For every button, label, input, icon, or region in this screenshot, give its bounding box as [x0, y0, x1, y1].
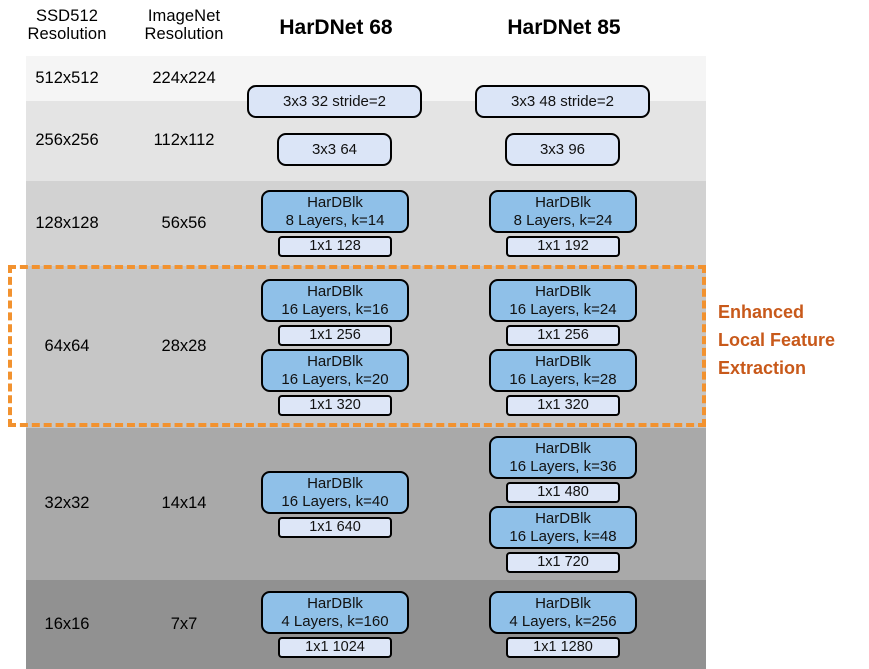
block-line-2: 16 Layers, k=40 [281, 492, 389, 510]
conv-block-net85-0[interactable]: 3x3 48 stride=2 [475, 85, 650, 118]
header-hardnet-68-label: HarDNet 68 [279, 16, 393, 39]
corner-artifact [0, 663, 6, 669]
transition-layer-net85-r5-1[interactable]: 1x1 1280 [506, 637, 620, 658]
block-line-1: 3x3 96 [539, 140, 586, 158]
block-line-2: 4 Layers, k=256 [509, 612, 617, 630]
block-line-1: 1x1 320 [537, 397, 589, 414]
header-ssd-line1: SSD512 Resolution [27, 7, 107, 44]
row-label-imagenet-112x112: 112x112 [153, 131, 215, 149]
block-line-1: HarDBlk [535, 440, 591, 458]
transition-layer-net85-r2-1[interactable]: 1x1 192 [506, 236, 620, 257]
block-line-1: 1x1 1280 [533, 639, 593, 656]
block-line-2: 16 Layers, k=20 [281, 370, 389, 388]
transition-layer-net68-r3-3[interactable]: 1x1 320 [278, 395, 392, 416]
transition-layer-net68-r3-1[interactable]: 1x1 256 [278, 325, 392, 346]
block-line-1: 1x1 480 [537, 484, 589, 501]
transition-layer-net68-r4-1[interactable]: 1x1 640 [278, 517, 392, 538]
row-label-imagenet-7x7: 7x7 [170, 614, 198, 633]
block-line-2: 16 Layers, k=36 [509, 457, 617, 475]
block-line-1: HarDBlk [307, 595, 363, 613]
block-line-2: 16 Layers, k=28 [509, 370, 617, 388]
row-label-ssd-32x32: 32x32 [44, 494, 90, 512]
transition-layer-net85-r3-3[interactable]: 1x1 320 [506, 395, 620, 416]
block-line-1: 1x1 1024 [305, 639, 365, 656]
transition-layer-net85-r4-3[interactable]: 1x1 720 [506, 552, 620, 573]
highlight-region-label: Enhanced Local Feature Extraction [718, 302, 836, 378]
block-line-1: 3x3 64 [311, 140, 358, 158]
row-label-ssd-128x128: 128x128 [35, 213, 99, 232]
header-ssd-resolution: SSD512 Resolution [8, 7, 126, 44]
block-line-1: HarDBlk [535, 353, 591, 371]
row-label-ssd-256x256: 256x256 [35, 131, 99, 149]
block-line-2: 4 Layers, k=160 [281, 612, 389, 630]
block-line-1: HarDBlk [307, 475, 363, 493]
block-line-2: 16 Layers, k=16 [281, 300, 389, 318]
row-label-ssd-16x16: 16x16 [44, 614, 90, 633]
block-line-2: 8 Layers, k=14 [285, 211, 385, 229]
block-line-1: 1x1 320 [309, 397, 361, 414]
block-line-1: 1x1 256 [309, 327, 361, 344]
header-hardnet-85: HarDNet 85 [478, 16, 650, 40]
row-label-imagenet-56x56: 56x56 [161, 213, 207, 232]
row-label-ssd-64x64: 64x64 [44, 337, 90, 355]
block-line-1: HarDBlk [307, 283, 363, 301]
block-line-2: 16 Layers, k=24 [509, 300, 617, 318]
transition-layer-net85-r3-1[interactable]: 1x1 256 [506, 325, 620, 346]
block-line-1: 1x1 640 [309, 519, 361, 536]
row-label-imagenet-14x14: 14x14 [161, 494, 207, 512]
block-line-1: HarDBlk [535, 194, 591, 212]
header-hardnet-85-label: HarDNet 85 [507, 16, 621, 39]
block-line-1: 1x1 720 [537, 554, 589, 571]
row-label-ssd-512x512: 512x512 [35, 68, 99, 87]
transition-layer-net85-r4-1[interactable]: 1x1 480 [506, 482, 620, 503]
block-line-1: HarDBlk [307, 194, 363, 212]
conv-block-net85-1[interactable]: 3x3 96 [505, 133, 620, 166]
transition-layer-net68-r5-1[interactable]: 1x1 1024 [278, 637, 392, 658]
block-line-1: HarDBlk [535, 283, 591, 301]
transition-layer-net68-r2-1[interactable]: 1x1 128 [278, 236, 392, 257]
header-imagenet-resolution: ImageNet Resolution [124, 7, 244, 44]
block-line-1: 3x3 32 stride=2 [283, 92, 386, 110]
block-line-2: 16 Layers, k=48 [509, 527, 617, 545]
conv-block-net68-1[interactable]: 3x3 64 [277, 133, 392, 166]
block-line-1: 1x1 256 [537, 327, 589, 344]
block-line-1: 3x3 48 stride=2 [511, 92, 614, 110]
block-line-1: HarDBlk [535, 510, 591, 528]
header-hardnet-68: HarDNet 68 [250, 16, 422, 40]
row-label-imagenet-224x224: 224x224 [152, 68, 216, 87]
conv-block-net68-0[interactable]: 3x3 32 stride=2 [247, 85, 422, 118]
block-line-1: HarDBlk [535, 595, 591, 613]
block-line-1: HarDBlk [307, 353, 363, 371]
row-label-imagenet-28x28: 28x28 [161, 337, 207, 355]
block-line-1: 1x1 192 [537, 238, 589, 255]
block-line-1: 1x1 128 [309, 238, 361, 255]
block-line-2: 8 Layers, k=24 [513, 211, 613, 229]
header-imagenet-line1: ImageNet Resolution [144, 7, 224, 44]
